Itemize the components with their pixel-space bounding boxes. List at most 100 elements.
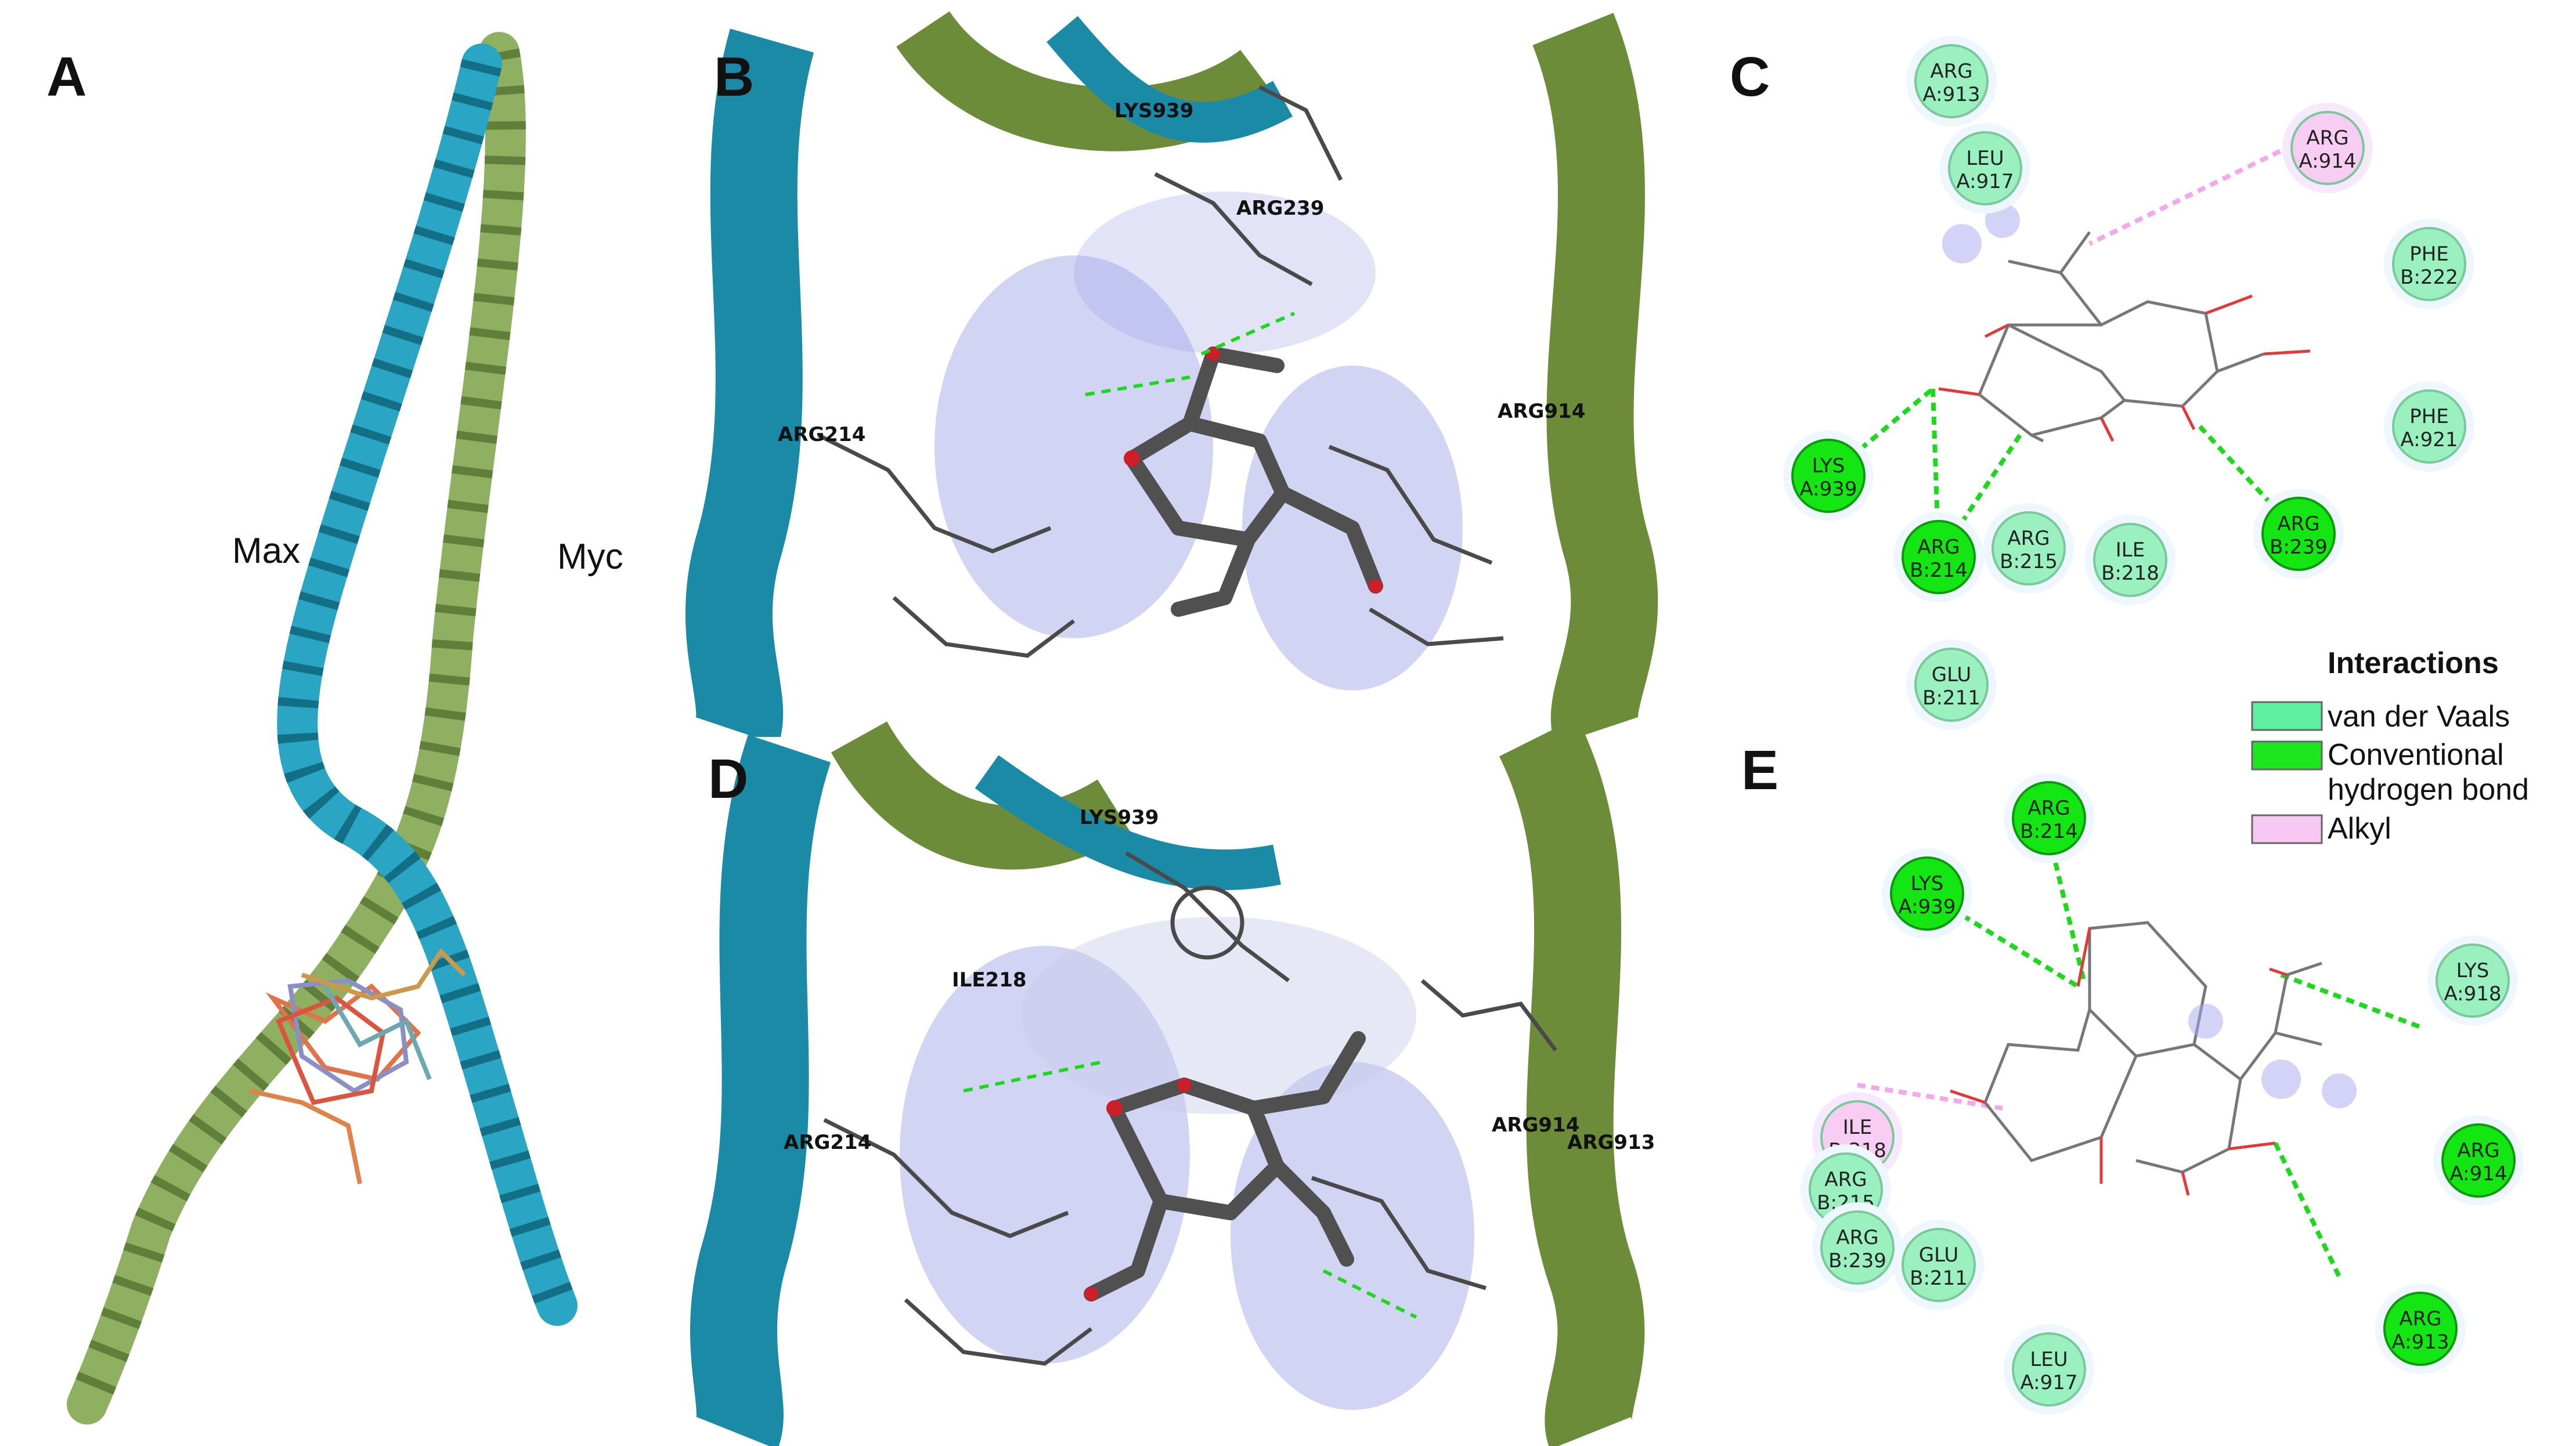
alkyl-line [1857, 1083, 2003, 1111]
residue-sticks [823, 851, 1557, 1366]
residue-name: LYS [2456, 959, 2490, 982]
legend-item-vdw: van der Vaals [2251, 700, 2510, 733]
residue-id: A:913 [1922, 83, 1980, 106]
panel-e: E ARGB:214LYSA:939LYSA:918ILEB:218ARGA:9… [1741, 739, 2524, 1415]
residue-name: ARG [2457, 1139, 2499, 1162]
pocket-surface-top [1022, 917, 1416, 1114]
pocket-surface-left [935, 255, 1213, 638]
residue-name: LEU [2030, 1348, 2068, 1371]
hbond-dashes [1085, 312, 1296, 396]
chain-label-max: Max [232, 531, 300, 571]
alkyl-line [2088, 143, 2294, 246]
legend-swatch-hbond [2251, 740, 2323, 771]
helix-top [896, 10, 1279, 151]
myc-helix [67, 32, 526, 1425]
ligand-oxygens [1084, 1078, 1191, 1301]
ligand-oxygen-marks [1938, 294, 2311, 442]
residue-tag-arg214: ARG214 [784, 1131, 871, 1154]
residue-name: PHE [2409, 405, 2449, 428]
legend-label-hbond-1: Conventional [2328, 738, 2504, 772]
hbond-lines [1925, 835, 2422, 1278]
ligand-skeleton [1977, 231, 2264, 443]
panel-d: D LYS939 ILE218 ARG214 ARG914 ARG913 [690, 717, 1655, 1446]
panel-label-c: C [1730, 46, 1770, 108]
residue-tag-arg914: ARG914 [1492, 1114, 1579, 1137]
panel-label-a: A [46, 46, 86, 108]
chain-label-myc: Myc [557, 537, 623, 577]
residue-name: ARG [1836, 1226, 1878, 1249]
ligand-oxygen-marks [1950, 928, 2288, 1196]
residue-id: B:239 [2270, 536, 2328, 559]
residue-name: LEU [1966, 147, 2004, 170]
residue-name: PHE [2409, 243, 2449, 266]
residue-name: LYS [1812, 454, 1845, 478]
residue-tag-lys939: LYS939 [1114, 99, 1193, 122]
residue-name: ILE [2116, 538, 2145, 562]
residue-id: B:239 [1828, 1249, 1886, 1273]
residue-discs: ARGB:214LYSA:939LYSA:918ILEB:218ARGA:914… [1801, 773, 2524, 1415]
panel-label-d: D [708, 748, 748, 810]
hbond-dashes [963, 1060, 1417, 1319]
helix-right [1499, 717, 1645, 1446]
legend-swatch-vdw [2251, 701, 2323, 731]
residue-id: A:917 [1956, 170, 2014, 193]
residue-tag-lys939: LYS939 [1080, 806, 1159, 829]
residue-id: B:222 [2400, 266, 2458, 289]
residue-id: B:215 [2000, 550, 2058, 573]
pocket-surface-left [900, 946, 1190, 1364]
residue-id: A:918 [2444, 982, 2501, 1006]
ligand [1124, 346, 1383, 617]
residue-name: ARG [2306, 126, 2348, 150]
residue-id: A:913 [2391, 1331, 2449, 1354]
residue-name: ARG [1930, 60, 1972, 83]
legend-item-alkyl: Alkyl [2251, 812, 2391, 845]
legend-label-alkyl: Alkyl [2328, 812, 2391, 845]
panel-b: B LYS939 ARG239 ARG214 ARG914 [685, 10, 1658, 745]
residue-tag-ile218: ILE218 [952, 968, 1027, 992]
residue-id: B:214 [2020, 820, 2078, 843]
max-helix-stripes [277, 59, 576, 1313]
residue-name: ARG [2277, 512, 2319, 536]
residue-name: GLU [1919, 1243, 1958, 1267]
residue-name: ARG [1917, 536, 1960, 559]
residue-sticks [817, 85, 1504, 658]
residue-id: A:939 [1799, 478, 1857, 501]
helix-right [1532, 13, 1658, 745]
helix-left [685, 28, 814, 745]
ligand-ensemble [249, 948, 466, 1184]
residue-id: A:914 [2299, 150, 2356, 173]
legend-label-hbond-2: hydrogen bond [2328, 773, 2529, 807]
pocket-surface-right [1231, 1062, 1474, 1410]
residue-name: ARG [2027, 797, 2070, 820]
residue-name: ILE [1843, 1116, 1872, 1139]
panel-label-e: E [1741, 739, 1778, 801]
legend-label-vdw: van der Vaals [2328, 700, 2510, 733]
residue-name: ARG [2399, 1307, 2441, 1331]
residue-name: ARG [1824, 1168, 1867, 1191]
helix-left [690, 735, 831, 1446]
residue-id: B:214 [1910, 559, 1968, 582]
residue-id: A:939 [1898, 895, 1956, 919]
legend-item-hbond: Conventional hydrogen bond [2251, 738, 2529, 807]
residue-id: A:914 [2449, 1162, 2507, 1185]
residue-tag-arg913: ARG913 [1567, 1131, 1655, 1154]
helix-top-blue [975, 755, 1281, 890]
